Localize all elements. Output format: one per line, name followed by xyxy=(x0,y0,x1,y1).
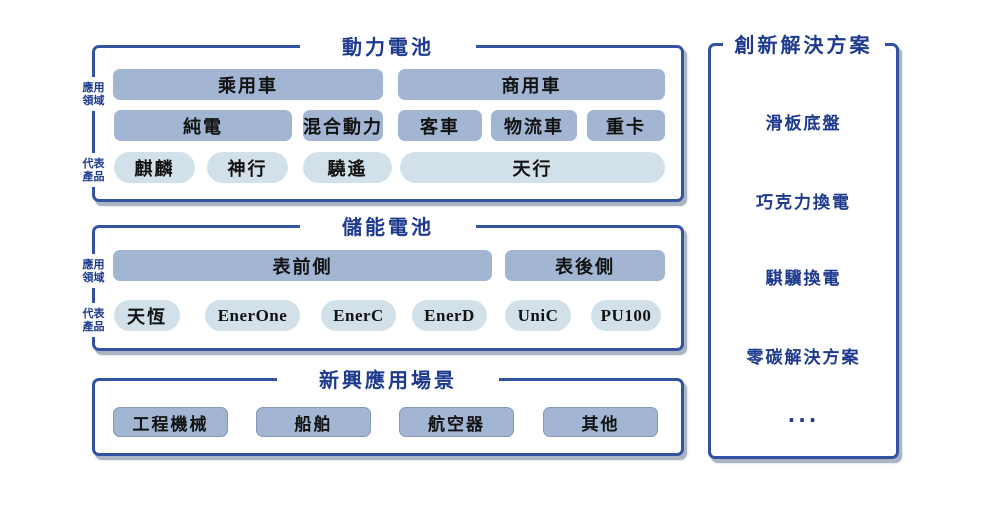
bar-behind-meter: 表後側 xyxy=(505,250,665,281)
solution-choco-swap: 巧克力換電 xyxy=(756,193,851,213)
panel-title-storage-battery: 儲能電池 xyxy=(300,214,476,240)
solution-skateboard-chassis: 滑板底盤 xyxy=(765,114,842,134)
pill-enerone: EnerOne xyxy=(205,300,300,331)
bar-heavy-truck: 重卡 xyxy=(587,110,665,141)
pill-shenxing: 神行 xyxy=(207,152,288,183)
panel-title-emerging-applications: 新興應用場景 xyxy=(277,367,499,393)
button-others: 其他 xyxy=(543,407,658,437)
pill-enerd: EnerD xyxy=(412,300,487,331)
panel-title-innovative-solutions: 創新解決方案 xyxy=(722,32,885,58)
bar-bus: 客車 xyxy=(398,110,482,141)
side-label-application-areas: 應用 領域 xyxy=(77,77,110,111)
side-label-application-areas: 應用 領域 xyxy=(77,254,110,288)
bar-passenger-vehicle: 乘用車 xyxy=(113,69,383,100)
panel-title-power-battery: 動力電池 xyxy=(300,34,476,60)
side-label-representative-products: 代表 產品 xyxy=(77,153,110,187)
pill-qilin: 麒麟 xyxy=(114,152,195,183)
pill-tianheng: 天恆 xyxy=(114,300,180,331)
solution-more-ellipsis: ... xyxy=(787,403,820,427)
panel-power-battery: 動力電池 應用 領域 代表 產品 乘用車 商用車 純電 混合動力 客車 物流車 … xyxy=(77,34,684,202)
panel-innovative-solutions: 創新解決方案 滑板底盤 巧克力換電 騏驥換電 零碳解決方案 ... xyxy=(708,32,899,459)
pill-pu100: PU100 xyxy=(591,300,661,331)
solution-zero-carbon: 零碳解決方案 xyxy=(746,348,861,368)
pill-xiaoyao: 驍遙 xyxy=(303,152,392,183)
pill-tianxing: 天行 xyxy=(400,152,665,183)
button-engineering-machinery: 工程機械 xyxy=(113,407,228,437)
bar-front-of-meter: 表前側 xyxy=(113,250,492,281)
pill-unic: UniC xyxy=(505,300,571,331)
bar-commercial-vehicle: 商用車 xyxy=(398,69,665,100)
panel-storage-battery: 儲能電池 應用 領域 代表 產品 表前側 表後側 天恆 EnerOne Ener… xyxy=(77,214,684,351)
button-aircraft: 航空器 xyxy=(399,407,514,437)
bar-logistics-vehicle: 物流車 xyxy=(491,110,577,141)
button-ships: 船舶 xyxy=(256,407,371,437)
solution-qiji-swap: 騏驥換電 xyxy=(765,269,842,289)
bar-hybrid: 混合動力 xyxy=(303,110,383,141)
side-label-representative-products: 代表 產品 xyxy=(77,303,110,337)
panel-emerging-applications: 新興應用場景 工程機械 船舶 航空器 其他 xyxy=(92,367,684,456)
bar-pure-ev: 純電 xyxy=(114,110,292,141)
pill-enerc: EnerC xyxy=(321,300,396,331)
